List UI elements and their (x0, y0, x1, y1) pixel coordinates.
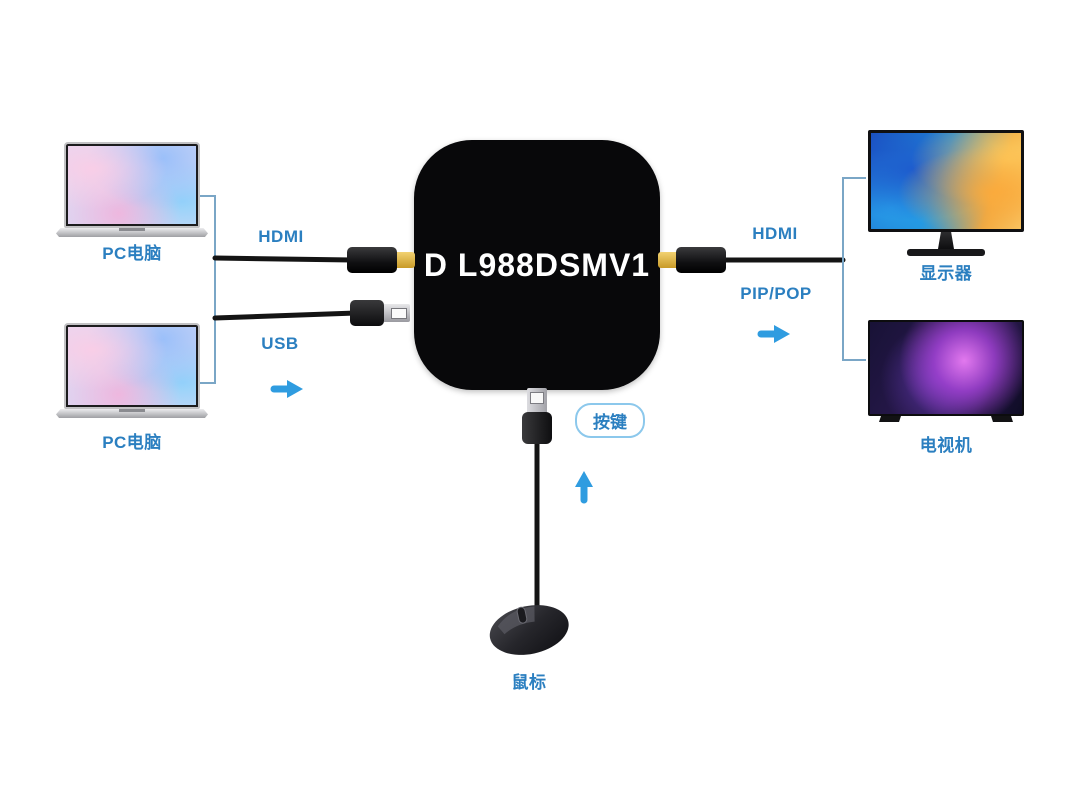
tv-label: 电视机 (919, 436, 973, 455)
hdmi-plug-in-icon (347, 247, 415, 273)
monitor-base (907, 249, 985, 256)
tv (868, 320, 1024, 422)
usb-plug-metal (527, 388, 547, 412)
usb-plug-body (522, 412, 552, 444)
hdmi-plug-body (347, 247, 397, 273)
hdmi-in-cable (212, 255, 355, 263)
hdmi-in-label: HDMI (258, 227, 304, 246)
mouse-direction-arrow (575, 471, 593, 504)
usb-in-cable (212, 310, 359, 321)
pip-direction-arrow (757, 325, 790, 343)
usb-plug-bottom-icon (522, 388, 552, 444)
usb-plug-metal (384, 304, 410, 322)
laptop-1 (54, 142, 210, 237)
button-callout-label: 按键 (593, 413, 627, 432)
hdmi-plug-body (676, 247, 726, 273)
tv-screen (868, 320, 1024, 416)
button-callout: 按键 (575, 403, 645, 438)
usb-plug-body (350, 300, 384, 326)
mouse-label: 鼠标 (511, 673, 547, 692)
laptop-2-label: PC电脑 (102, 433, 162, 452)
laptop-2-base (56, 409, 208, 418)
hdmi-plug-tip (658, 252, 676, 268)
usb-in-label: USB (261, 334, 299, 353)
monitor-label: 显示器 (919, 264, 973, 283)
hdmi-out-label: HDMI (752, 224, 798, 243)
tv-foot-right (991, 416, 1013, 422)
laptop-2-screen (64, 323, 200, 409)
laptop-1-label: PC电脑 (102, 244, 162, 263)
usb-plug-in-icon (350, 300, 410, 326)
hdmi-plug-out-icon (658, 247, 726, 273)
laptop-2 (54, 323, 210, 418)
laptop-1-screen (64, 142, 200, 228)
pip-pop-label: PIP/POP (740, 284, 812, 303)
laptop-1-base (56, 228, 208, 237)
mouse (489, 605, 569, 655)
monitor-screen (868, 130, 1024, 232)
monitor (868, 130, 1024, 256)
switch-device: D L988DSMV1 (414, 140, 660, 390)
monitor-stand (938, 232, 954, 249)
device-model: D L988DSMV1 (423, 246, 651, 283)
tv-foot-left (879, 416, 901, 422)
usb-direction-arrow (270, 380, 303, 398)
hdmi-plug-tip (397, 252, 415, 268)
right-bracket-line (842, 177, 866, 361)
